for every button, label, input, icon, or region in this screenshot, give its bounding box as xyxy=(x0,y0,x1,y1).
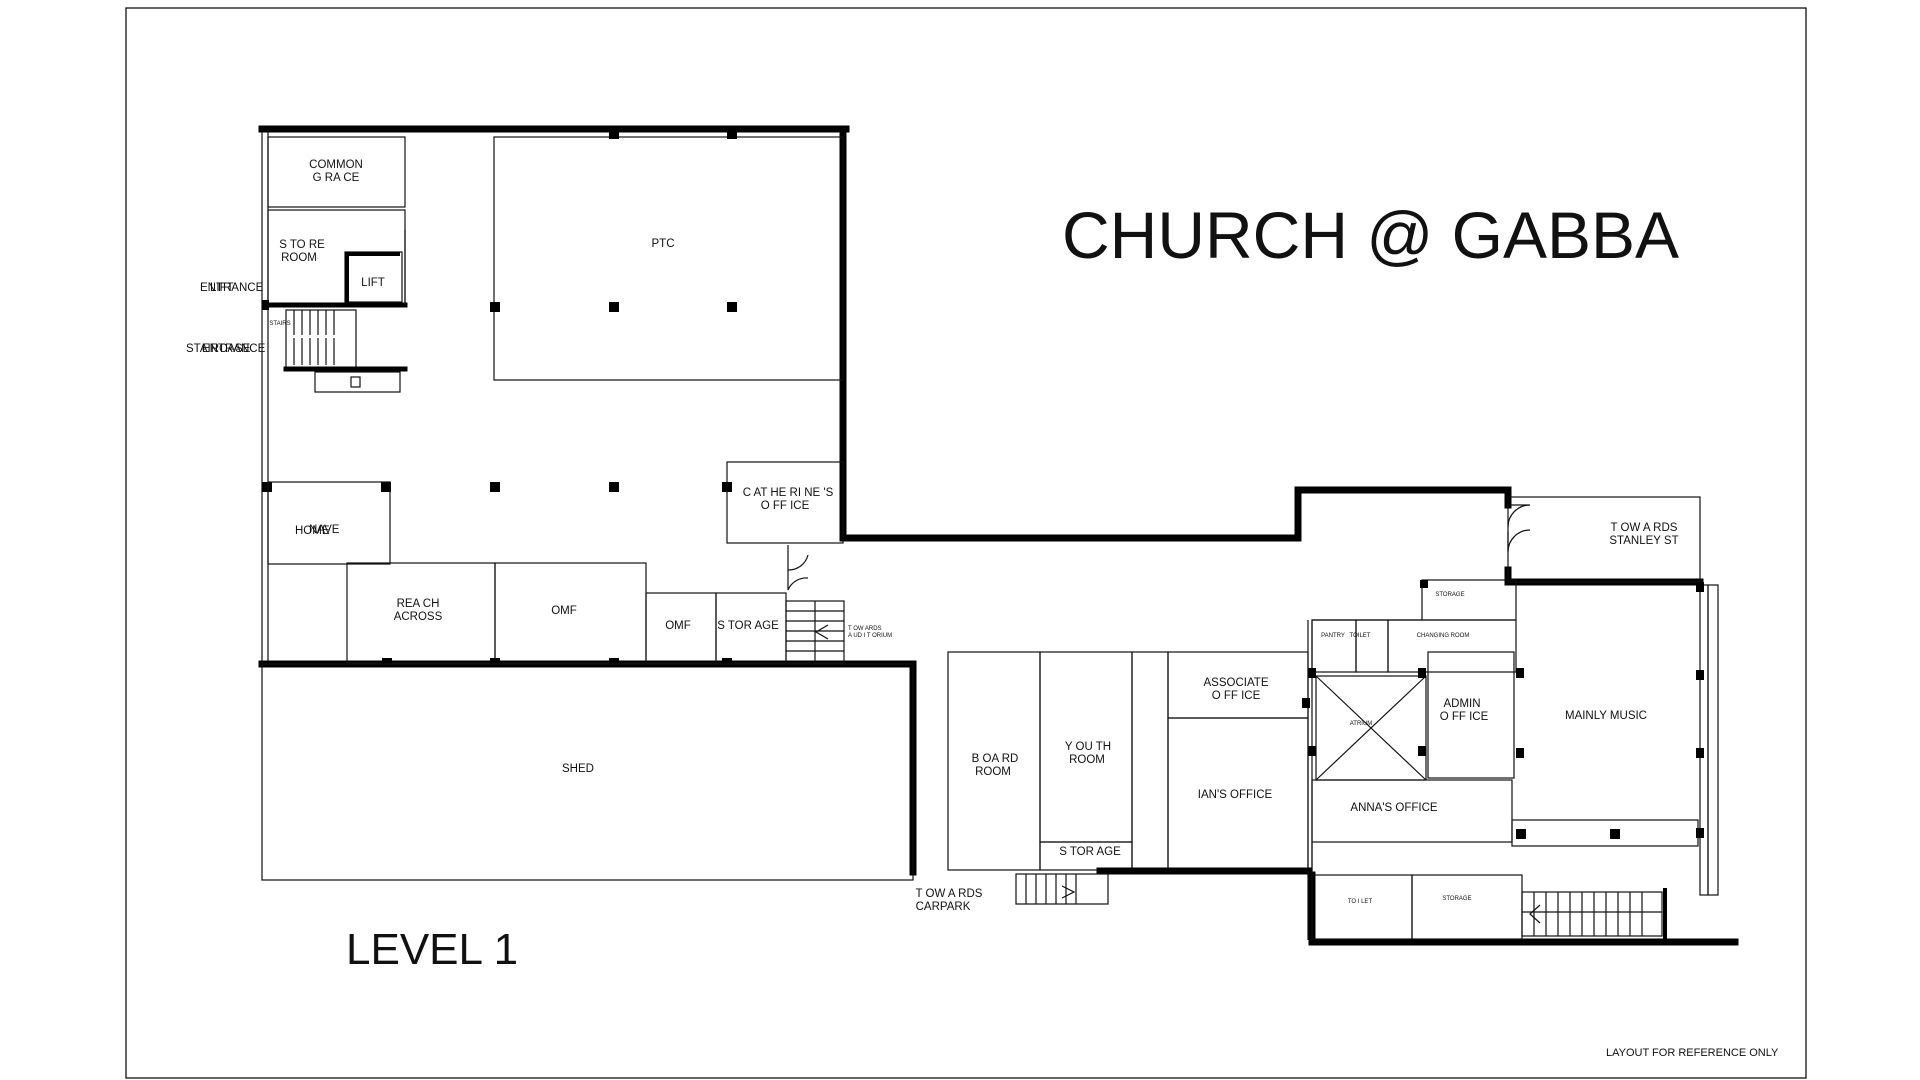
label-ians-office: IAN'S OFFICE xyxy=(1198,789,1273,801)
label-towards-carpark-1: T OW A RDS xyxy=(916,888,983,900)
label-catherines-office-2: O FF ICE xyxy=(761,500,810,512)
label-nave: NAVE xyxy=(309,524,340,536)
label-omf-large: OMF xyxy=(551,605,577,617)
label-lift: LIFT xyxy=(361,277,385,289)
label-storage-top: STORAGE xyxy=(1435,592,1464,598)
label-home: HOME xyxy=(295,525,330,537)
label-youth-room-2: ROOM xyxy=(1069,754,1105,766)
stairs-auditorium xyxy=(785,600,845,664)
label-staircase: STAIRCASE xyxy=(186,343,251,355)
middle-block xyxy=(947,651,1312,905)
stairs-carpark xyxy=(1015,873,1109,905)
label-towards-stanley-2: STANLEY ST xyxy=(1609,535,1678,547)
level-label: LEVEL 1 xyxy=(346,925,518,974)
label-admin-office-1: ADMIN xyxy=(1443,698,1480,710)
label-towards-auditorium-2: A UD I T ORIUM xyxy=(848,633,892,639)
stairs-left xyxy=(283,309,408,393)
label-reach-across-2: ACROSS xyxy=(394,611,443,623)
label-storage-bottom: STORAGE xyxy=(1442,896,1471,902)
label-toilet-2: TO I LET xyxy=(1348,899,1373,905)
label-changing-room: CHANGING ROOM xyxy=(1417,633,1470,639)
label-common-grace-2: G RA CE xyxy=(313,172,360,184)
label-pantry: PANTRY xyxy=(1321,633,1345,639)
label-store-room-1: S TO RE xyxy=(279,239,325,251)
label-board-room-2: ROOM xyxy=(975,766,1011,778)
label-associate-office-2: O FF ICE xyxy=(1212,690,1261,702)
label-towards-auditorium-1: T OW ARDS xyxy=(848,626,882,632)
label-catherines-office-1: C AT HE RI NE 'S xyxy=(743,487,834,499)
label-admin-office-2: O FF ICE xyxy=(1440,711,1489,723)
label-towards-carpark-2: CARPARK xyxy=(916,901,971,913)
label-towards-stanley-1: T OW A RDS xyxy=(1611,522,1678,534)
plan-title: CHURCH @ GABBA xyxy=(1062,198,1679,272)
label-shed: SHED xyxy=(562,763,594,775)
label-ptc: PTC xyxy=(652,238,675,250)
label-common-grace-1: COMMON xyxy=(309,159,363,171)
label-associate-office-1: ASSOCIATE xyxy=(1204,677,1269,689)
label-omf-small: OMF xyxy=(665,620,691,632)
label-entrance-2: ENTRANCE xyxy=(202,343,266,355)
label-lift-side: LIFT xyxy=(210,282,234,294)
footnote: LAYOUT FOR REFERENCE ONLY xyxy=(1606,1047,1779,1059)
frame-border xyxy=(125,7,1807,1079)
label-store-room-2: ROOM xyxy=(281,252,317,264)
label-entrance: ENTRANCE xyxy=(200,282,264,294)
label-mainly-music: MAINLY MUSIC xyxy=(1565,710,1647,722)
label-youth-room-1: Y OU TH xyxy=(1065,741,1111,753)
label-atrium: ATRIUM xyxy=(1350,721,1373,727)
label-stairs: STAIRS xyxy=(269,321,290,327)
right-building xyxy=(1294,486,1739,946)
stairs-right xyxy=(1521,891,1663,937)
label-reach-across-1: REA CH xyxy=(397,598,440,610)
label-toilet-1: TOILET xyxy=(1350,633,1371,639)
label-storage-1: S TOR AGE xyxy=(717,620,779,632)
label-board-room-1: B OA RD xyxy=(972,753,1019,765)
label-annas-office: ANNA'S OFFICE xyxy=(1350,802,1438,814)
left-building xyxy=(258,125,1302,881)
label-storage-2: S TOR AGE xyxy=(1059,846,1121,858)
